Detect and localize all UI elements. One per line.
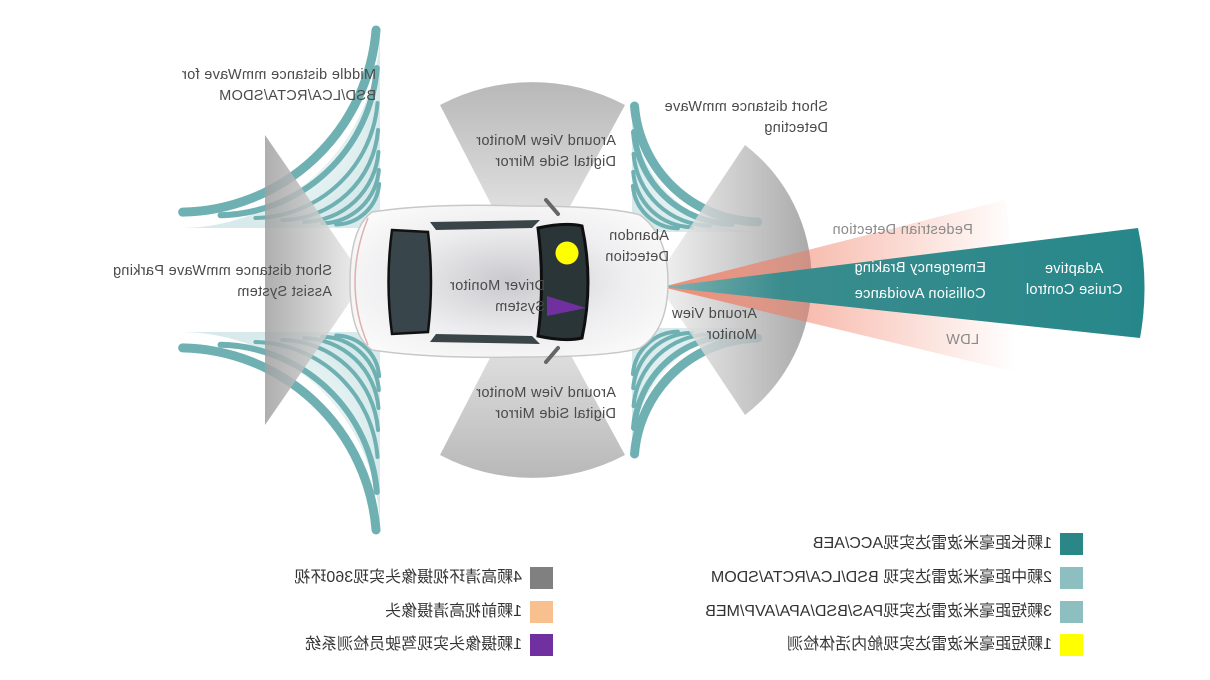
radar-wave-arc (631, 330, 694, 390)
label-emergency-braking: Emergency Braking (854, 260, 986, 276)
label-line: Monitor (706, 327, 757, 343)
cabin-radar-dot (555, 241, 579, 265)
radar-wave-arc (630, 329, 680, 376)
radar-wave-arc (320, 334, 381, 392)
label-line: System (494, 299, 545, 315)
label-line: Around View (671, 306, 757, 322)
label-avm-front: Around View Monitor (650, 304, 757, 346)
side-window-top (430, 220, 540, 230)
driver-camera-triangle (547, 296, 586, 316)
legend-swatch (1060, 567, 1083, 589)
legend-swatch (1060, 601, 1083, 623)
legend-item: 1颗前视高清摄像头 (385, 603, 522, 620)
radar-coverage-fill (632, 328, 760, 456)
label-line: Detecting (764, 120, 828, 136)
legend-swatch (530, 634, 553, 656)
radar-wave-arc (217, 341, 380, 495)
radar-wave-arc (217, 65, 380, 219)
label-line: Around View Monitor (475, 133, 616, 149)
label-ldw: LDW (945, 332, 980, 348)
legend-swatch (530, 601, 553, 623)
legend-item: 2颗中距毫米波雷达实现 BSD/LCA/RCTA/SDOM (710, 569, 1052, 586)
radar-wave-arc (334, 182, 382, 227)
radar-wave-arc (631, 170, 694, 230)
legend-item: 1颗短距毫米波雷达实现舱内活体检测 (787, 636, 1052, 653)
label-abandon-detection: Abandon Detection (585, 226, 669, 268)
radar-coverage-fill (632, 104, 760, 232)
car (349, 198, 669, 364)
legend-swatch (1060, 533, 1083, 555)
long-range-radar-beam (662, 228, 1145, 338)
windshield (536, 222, 590, 342)
label-line: Around View Monitor (475, 385, 616, 401)
mirror-top (544, 198, 560, 216)
label-line: Adaptive (1044, 261, 1104, 277)
side-window-bottom (430, 334, 540, 344)
label-collision-avoidance: Collision Avoidance (854, 286, 986, 302)
label-line: Short distance mmWave (664, 99, 828, 115)
radar-wave-arc (630, 184, 680, 231)
label-line: Digital Side Mirror (495, 154, 616, 170)
label-avm-top: Around View Monitor Digital Side Mirror (440, 131, 616, 173)
mirror-bottom (544, 346, 560, 364)
car-rear-edge-light (354, 217, 369, 346)
rear-window (387, 228, 433, 336)
legend-item: 1颗摄像头实现驾驶员检测系统 (305, 636, 522, 653)
legend-item: 1颗长距毫米波雷达实现ACC/AEB (812, 535, 1052, 552)
label-avm-bottom: Around View Monitor Digital Side Mirror (440, 383, 616, 425)
legend-swatch (1060, 634, 1083, 656)
label-acc: Adaptive Cruise Control (1022, 259, 1126, 301)
label-driver-monitor: Driver Monitor System (425, 276, 545, 318)
legend-item: 3颗短距毫米波雷达实现PAS/BSD/APA/AVP/MEB (705, 603, 1052, 620)
camera-cone-top (440, 82, 625, 280)
label-line: Digital Side Mirror (495, 406, 616, 422)
label-line: Cruise Control (1025, 282, 1123, 298)
label-line: Short distance mmWave Parking (112, 263, 332, 279)
legend-swatch (530, 567, 553, 589)
legend-item: 4颗高清环视摄像头实现360环视 (294, 569, 522, 586)
label-short-detecting: Short distance mmWave Detecting (638, 97, 828, 139)
label-line: Abandon (608, 228, 669, 244)
radar-wave-arc (178, 25, 381, 217)
label-line: BSD/LCA/RCTA/SDOM (218, 88, 376, 104)
radar-wave-arc (178, 343, 381, 535)
label-pedestrian: Pedestrian Detection (832, 222, 973, 238)
camera-cone-bottom (440, 280, 625, 478)
label-line: Detection (605, 249, 669, 265)
label-middle-radar: Middle distance mmWave for BSD/LCA/RCTA/… (150, 65, 376, 107)
label-line: Driver Monitor (449, 278, 545, 294)
radar-coverage-fill (180, 332, 380, 532)
label-parking-assist: Short distance mmWave Parking Assist Sys… (80, 261, 332, 303)
camera-cone-rear (265, 135, 365, 425)
label-line: Middle distance mmWave for (181, 67, 376, 83)
radar-wave-arc (320, 168, 381, 226)
radar-middle-rear-bottom (178, 332, 382, 535)
radar-wave-arc (334, 333, 382, 378)
label-line: Assist System (237, 284, 332, 300)
radar-coverage-fill (180, 28, 380, 228)
